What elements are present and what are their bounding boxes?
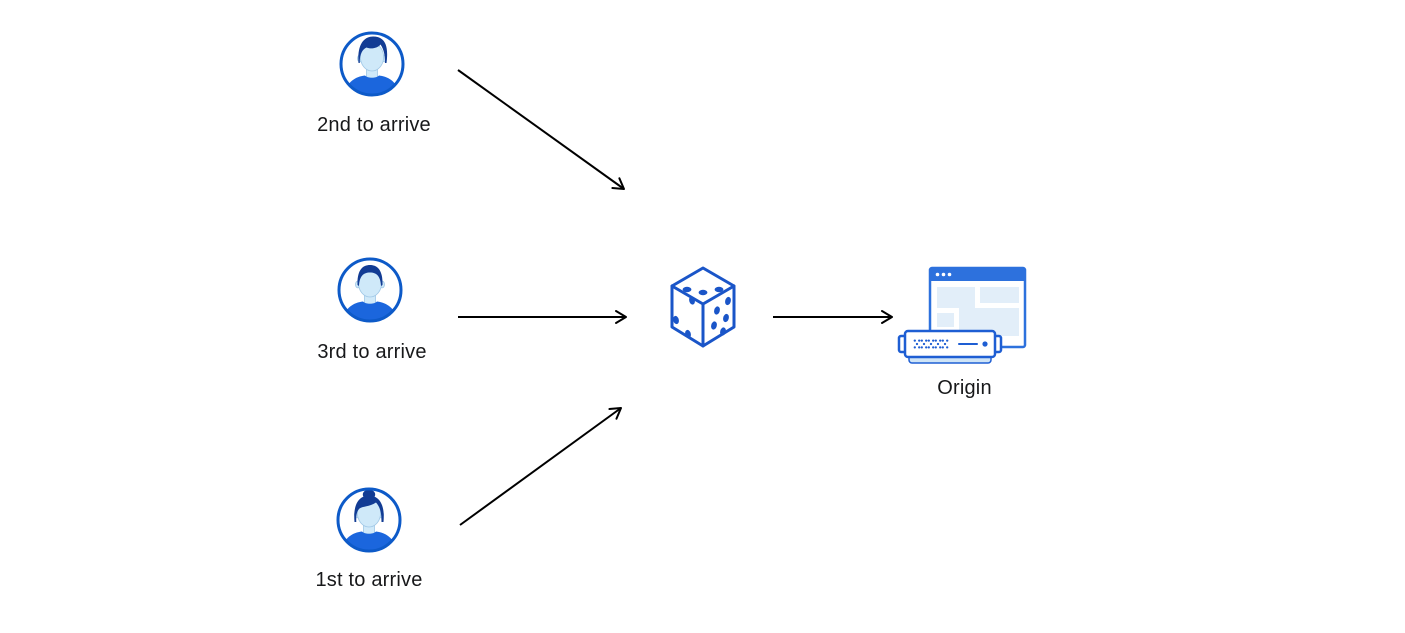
client-node-3rd: 3rd to arrive [317,256,426,363]
browser-window-and-server-icon [897,266,1027,364]
server-icon [897,329,1003,364]
client-node-1st: 1st to arrive [315,486,422,591]
woman-bun-hair-avatar-icon [336,487,402,553]
arrow-client-1st-to-dice [459,407,622,526]
man-short-hair-avatar-icon [337,257,403,323]
client-node-2nd: 2nd to arrive [317,30,431,136]
arrow-client-2nd-to-dice [457,69,625,190]
dice-icon [670,266,736,348]
origin-node: Origin [897,262,1032,399]
random-steering-node [667,264,739,352]
browser-window-icon [928,266,1027,349]
origin-label: Origin [937,377,992,399]
client-label: 1st to arrive [315,569,423,591]
client-label: 2nd to arrive [317,114,431,136]
man-swept-hair-avatar-icon [339,31,405,97]
client-label: 3rd to arrive [317,341,427,363]
